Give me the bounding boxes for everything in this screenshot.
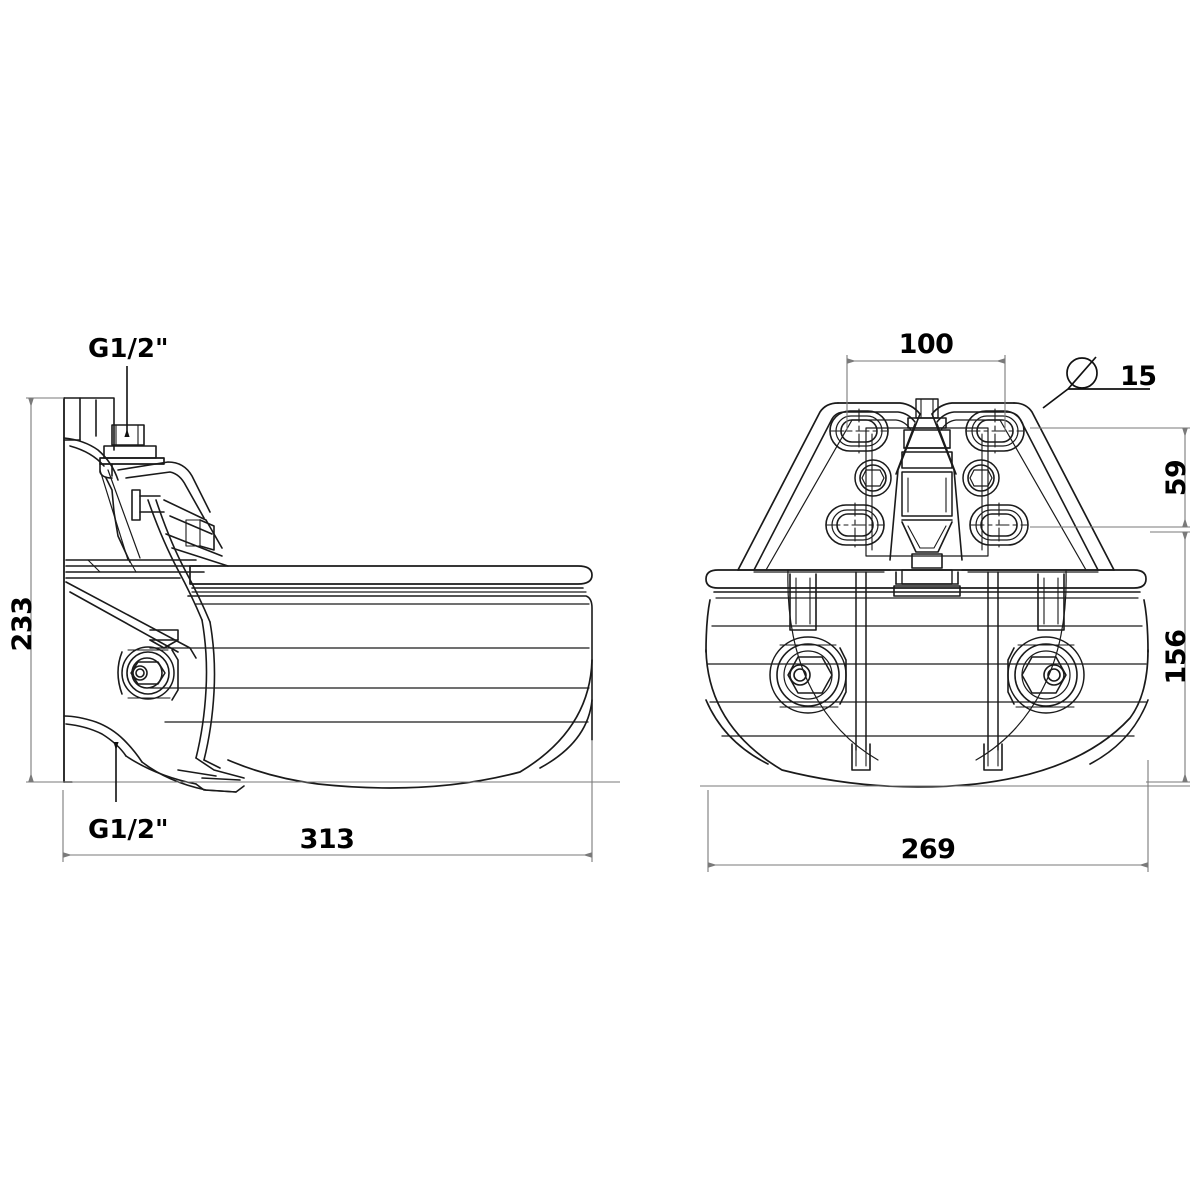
trough-body-right (705, 569, 1149, 788)
round-hole-left (854, 459, 892, 497)
diameter-symbol-circle (1066, 357, 1098, 389)
pivot-boss-left (117, 646, 179, 701)
dim-value-233: 233 (7, 597, 38, 652)
label-thread-bottom: G1/2" (88, 815, 169, 845)
mounting-hole-top-right (965, 408, 1025, 454)
rear-plan-view (705, 398, 1149, 788)
round-hole-right (962, 459, 1000, 497)
valve-column-right (893, 398, 961, 597)
dim-value-156: 156 (1161, 630, 1192, 685)
dim-value-313: 313 (300, 824, 355, 855)
diameter-symbol-slash (1067, 356, 1097, 390)
dim-value-100: 100 (899, 329, 954, 360)
mounting-hole-top-left (829, 408, 889, 454)
leader-diameter-angled (1042, 388, 1069, 409)
dim-value-59: 59 (1161, 460, 1192, 497)
left-view-leaders (113, 366, 130, 802)
left-view-dimensions (26, 397, 620, 862)
hex-bolt-right (1007, 636, 1085, 714)
mounting-holes-group (825, 408, 1029, 548)
label-thread-top: G1/2" (88, 334, 169, 364)
trough-body-left (149, 565, 593, 789)
mounting-hole-bottom-left (825, 502, 885, 548)
mounting-hole-bottom-right (969, 502, 1029, 548)
dim-value-15: 15 (1120, 361, 1157, 392)
support-struts-right (787, 569, 1067, 771)
dim-value-269: 269 (901, 834, 956, 865)
diameter-callout-group (1042, 356, 1150, 409)
right-view-dimensions (700, 355, 1190, 872)
valve-housing-left (99, 424, 245, 779)
hex-bolt-left (769, 636, 847, 714)
back-mounting-plate-left (63, 397, 245, 793)
side-elevation-view (63, 397, 593, 793)
